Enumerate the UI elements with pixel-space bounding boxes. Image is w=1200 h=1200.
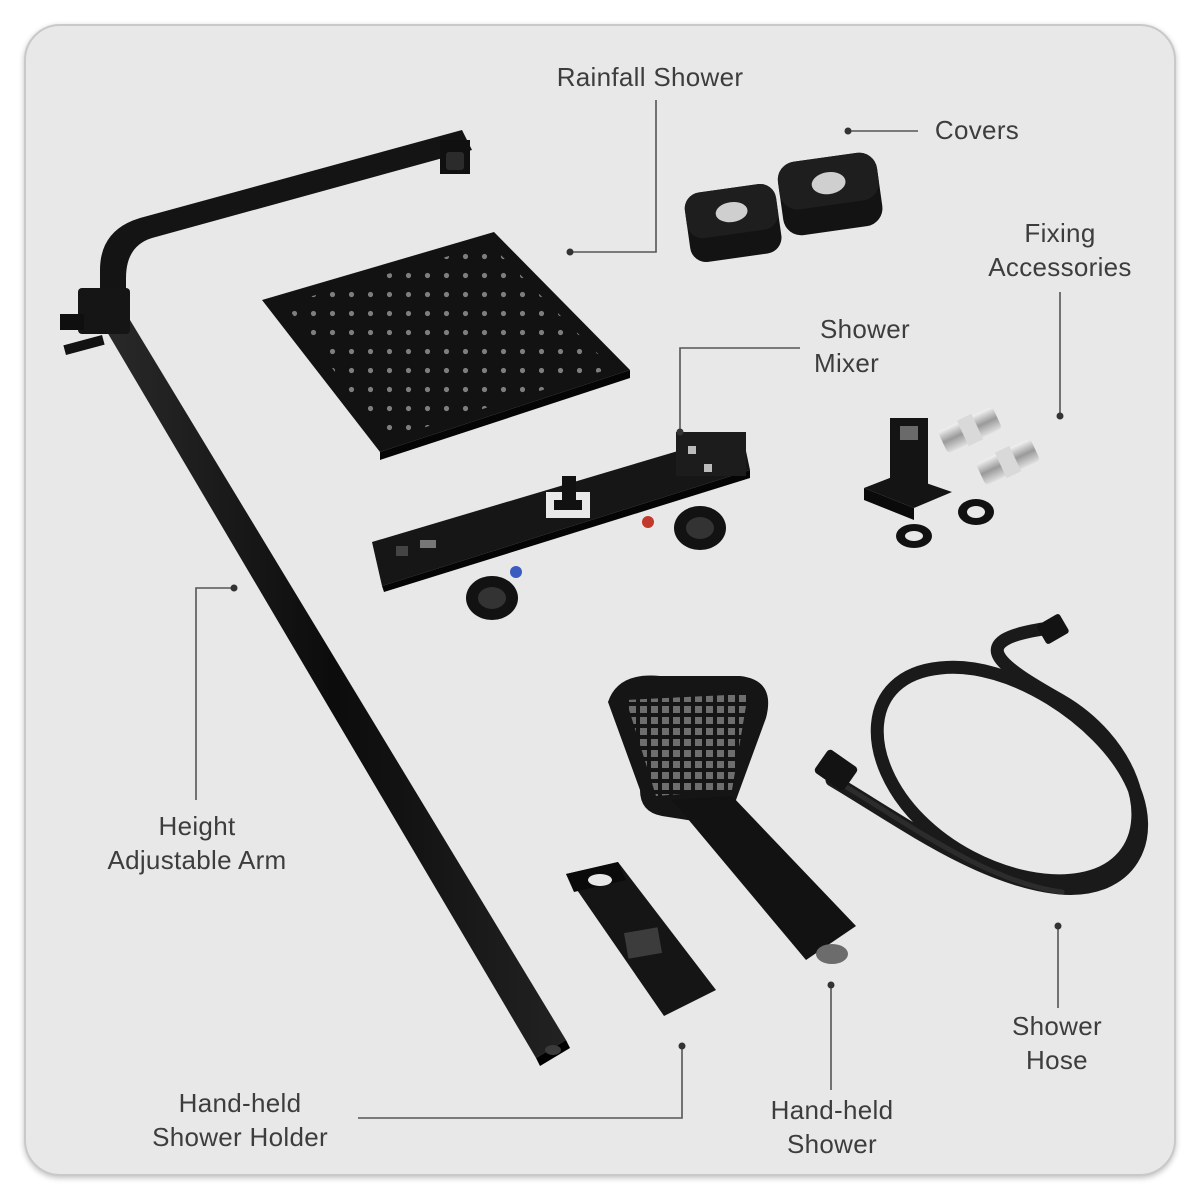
leader-dots	[230, 127, 1064, 1050]
height-adjustable-arm	[60, 130, 570, 1066]
covers	[684, 152, 883, 262]
fixing-accessories-label: Fixing Accessories	[988, 218, 1132, 282]
height-adjustable-arm-label: Height Adjustable Arm	[107, 811, 287, 875]
hand-held-shower	[608, 675, 856, 964]
arm-leader-line	[195, 587, 232, 800]
hand-held-shower-holder-label: Hand-held Shower Holder	[152, 1088, 328, 1152]
covers-label: Covers	[934, 115, 1020, 145]
shower-mixer-label: Shower Mixer	[814, 314, 910, 378]
rainfall-leader-line	[572, 100, 657, 253]
leader-lines	[195, 100, 1061, 1119]
fixing-accessories	[864, 407, 1039, 548]
rainfall-shower-label: Rainfall Shower	[556, 62, 744, 92]
shower-mixer	[372, 432, 750, 620]
shower-hose-fittings	[814, 614, 1069, 791]
shower-hose	[825, 621, 1149, 895]
shower-hose-label: Shower Hose	[1012, 1011, 1102, 1075]
holder-leader-line	[358, 1046, 683, 1119]
mixer-leader-line	[679, 347, 800, 430]
hand-held-shower-label: Hand-held Shower	[770, 1095, 894, 1159]
rainfall-shower-head	[262, 232, 630, 460]
hand-held-shower-holder	[566, 862, 716, 1016]
